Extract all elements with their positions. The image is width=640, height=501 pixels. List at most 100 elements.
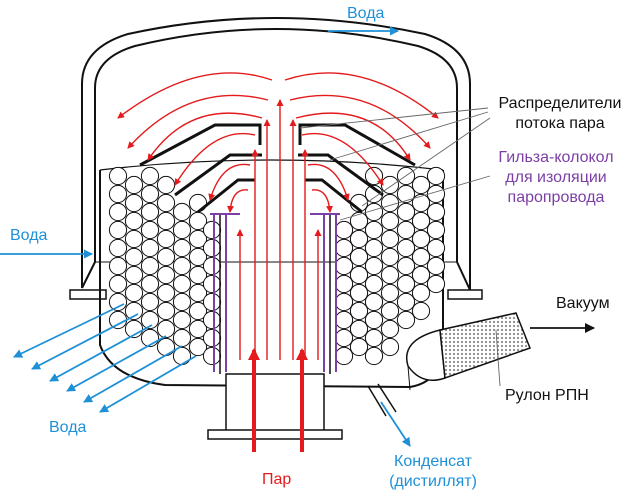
tube-left bbox=[108, 220, 128, 240]
tube-left bbox=[140, 202, 160, 222]
tube-left bbox=[188, 319, 208, 339]
tube-right bbox=[426, 202, 446, 222]
tube-left bbox=[140, 220, 160, 240]
tube-right bbox=[411, 193, 431, 213]
label-sleeve-line1: Гильза-колокол bbox=[498, 149, 614, 166]
tube-left bbox=[108, 274, 128, 294]
tube-left bbox=[108, 310, 128, 330]
label-sleeve-line2: для изоляции bbox=[505, 169, 607, 186]
leader-lines bbox=[299, 107, 501, 387]
label-roll: Рулон РПН bbox=[505, 387, 589, 404]
tube-left bbox=[202, 274, 222, 294]
tube-left bbox=[140, 184, 160, 204]
vacuum-nozzle bbox=[406, 312, 531, 391]
tube-right bbox=[364, 238, 384, 258]
tube-left bbox=[202, 256, 222, 276]
tube-right bbox=[396, 256, 416, 276]
steam-distributors bbox=[139, 123, 416, 214]
tube-right bbox=[396, 274, 416, 294]
condensate-outlet bbox=[367, 383, 397, 417]
tube-right bbox=[380, 265, 400, 285]
tube-right bbox=[334, 274, 354, 294]
steam-pipe bbox=[207, 215, 343, 440]
tube-left bbox=[124, 301, 144, 321]
label-steam: Пар bbox=[262, 471, 292, 488]
tube-right bbox=[396, 220, 416, 240]
tube-right bbox=[334, 328, 354, 348]
side-flanges bbox=[69, 289, 483, 300]
label-distributors-line1: Распределители bbox=[498, 95, 622, 112]
label-sleeve-line3: паропровода bbox=[507, 189, 605, 206]
tube-left bbox=[172, 256, 192, 276]
label-condensate: Конденсат (дистиллят) bbox=[378, 452, 488, 492]
tube-right bbox=[396, 184, 416, 204]
tube-left bbox=[124, 283, 144, 303]
tube-right bbox=[380, 211, 400, 231]
tube-right bbox=[349, 211, 369, 231]
tube-right bbox=[380, 319, 400, 339]
tube-right bbox=[334, 346, 354, 366]
label-distributors: Распределители потока пара bbox=[485, 94, 635, 134]
tube-right bbox=[334, 256, 354, 276]
tube-left bbox=[202, 346, 222, 366]
tube-right bbox=[411, 265, 431, 285]
tube-left bbox=[140, 292, 160, 312]
tube-left bbox=[172, 202, 192, 222]
tube-right bbox=[426, 166, 446, 186]
tube-left bbox=[202, 310, 222, 330]
tube-left bbox=[156, 175, 176, 195]
tube-right bbox=[411, 301, 431, 321]
tube-right bbox=[411, 211, 431, 231]
tube-right bbox=[364, 274, 384, 294]
tube-right bbox=[426, 220, 446, 240]
tube-bank-right bbox=[334, 166, 446, 366]
tube-left bbox=[188, 265, 208, 285]
tube-right bbox=[349, 283, 369, 303]
tube-left bbox=[108, 292, 128, 312]
tube-right bbox=[349, 229, 369, 249]
insulating-sleeve bbox=[210, 213, 340, 372]
tube-right bbox=[364, 346, 384, 366]
tube-right bbox=[380, 283, 400, 303]
tube-left bbox=[156, 337, 176, 357]
tube-left bbox=[156, 193, 176, 213]
tube-left bbox=[108, 256, 128, 276]
tube-left bbox=[108, 238, 128, 258]
tube-right bbox=[396, 238, 416, 258]
tube-left bbox=[202, 292, 222, 312]
tube-left bbox=[156, 265, 176, 285]
tube-left bbox=[188, 247, 208, 267]
tube-left bbox=[172, 274, 192, 294]
tube-left bbox=[140, 310, 160, 330]
tube-right bbox=[396, 202, 416, 222]
tube-left bbox=[124, 175, 144, 195]
label-sleeve: Гильза-колокол для изоляции паропровода bbox=[477, 148, 635, 208]
tube-left bbox=[156, 301, 176, 321]
tube-left bbox=[172, 328, 192, 348]
tube-left bbox=[172, 310, 192, 330]
tube-left bbox=[156, 283, 176, 303]
tube-right bbox=[364, 328, 384, 348]
label-water-top: Вода bbox=[347, 5, 385, 22]
tube-right bbox=[380, 337, 400, 357]
tube-right bbox=[396, 292, 416, 312]
tube-left bbox=[140, 256, 160, 276]
label-water-bottom: Вода bbox=[49, 419, 87, 436]
tube-right bbox=[349, 247, 369, 267]
tube-right bbox=[380, 229, 400, 249]
tube-left bbox=[188, 211, 208, 231]
tube-right bbox=[364, 202, 384, 222]
tube-left bbox=[172, 238, 192, 258]
tube-left bbox=[108, 166, 128, 186]
tube-right bbox=[349, 265, 369, 285]
tube-left bbox=[140, 238, 160, 258]
tube-left bbox=[108, 184, 128, 204]
tube-right bbox=[364, 256, 384, 276]
tube-right bbox=[364, 220, 384, 240]
tube-left bbox=[202, 328, 222, 348]
tube-left bbox=[188, 283, 208, 303]
tube-left bbox=[188, 301, 208, 321]
tube-left bbox=[108, 202, 128, 222]
tube-right bbox=[349, 319, 369, 339]
label-distributors-line2: потока пара bbox=[515, 115, 605, 132]
